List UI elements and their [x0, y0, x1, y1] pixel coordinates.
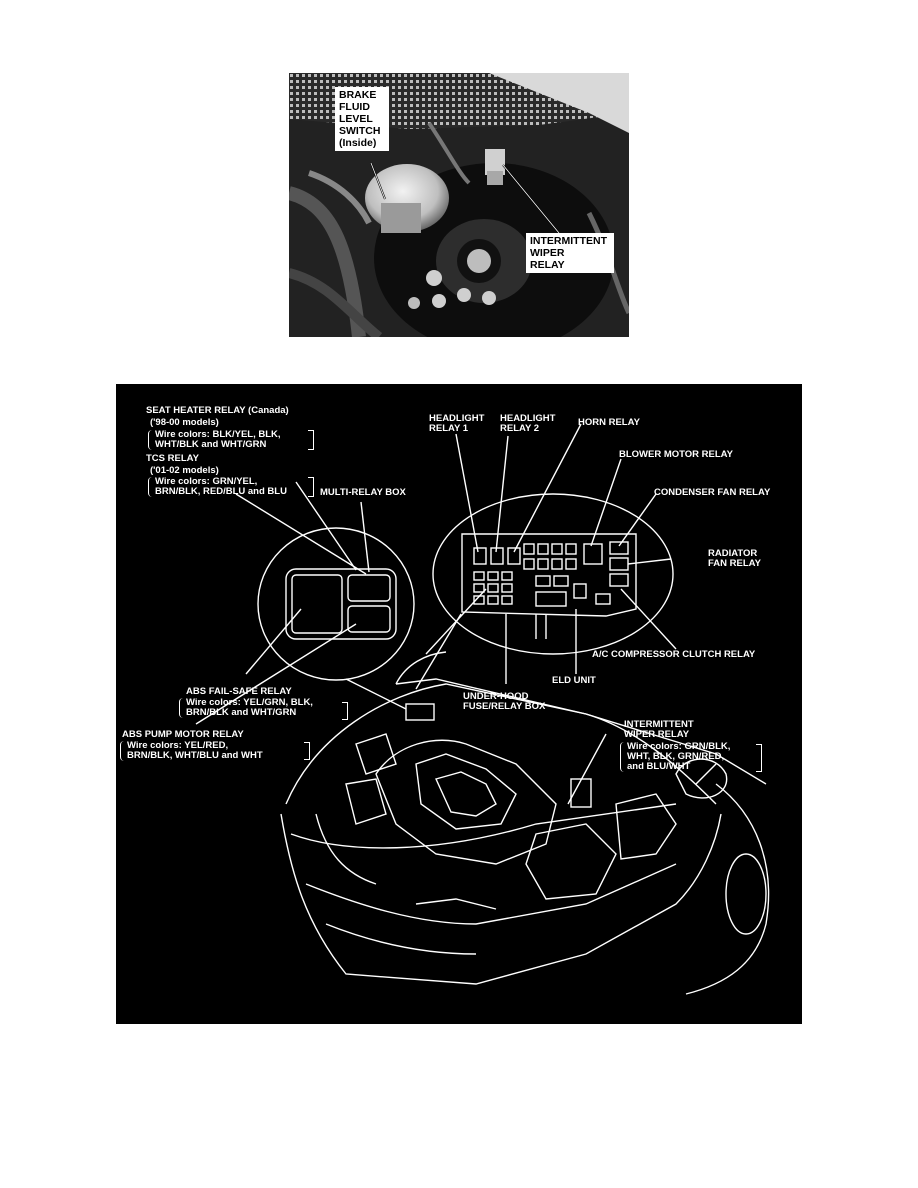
seat-heater-relay-wire-colors: Wire colors: BLK/YEL, BLK, WHT/BLK and W…	[148, 430, 281, 450]
abs-fail-safe-bracket	[342, 702, 348, 720]
abs-pump-motor-relay-wire-colors: Wire colors: YEL/RED, BRN/BLK, WHT/BLU a…	[120, 741, 263, 761]
relay-location-diagram: SEAT HEATER RELAY (Canada) ('98-00 model…	[116, 384, 802, 1024]
tcs-relay-models: ('01-02 models)	[150, 465, 219, 476]
intermittent-wiper-relay-wire-colors: Wire colors: GRN/BLK, WHT, BLK, GRN/RED,…	[620, 742, 730, 772]
condenser-fan-relay-label: CONDENSER FAN RELAY	[654, 487, 771, 498]
multi-relay-box-label: MULTI-RELAY BOX	[320, 487, 406, 498]
diagram-line-art	[195, 423, 770, 995]
eld-unit-label: ELD UNIT	[552, 675, 596, 686]
seat-heater-relay-title: SEAT HEATER RELAY (Canada)	[146, 405, 289, 416]
blower-motor-relay-label: BLOWER MOTOR RELAY	[619, 449, 734, 460]
tcs-relay-wire-colors: Wire colors: GRN/YEL, BRN/BLK, RED/BLU a…	[148, 477, 287, 497]
engine-bay-photo: BRAKE FLUID LEVEL SWITCH (Inside) INTERM…	[289, 73, 629, 337]
intermittent-wiper-relay-title: INTERMITTENT WIPER RELAY	[624, 719, 694, 740]
abs-fail-safe-relay-wire-colors: Wire colors: YEL/GRN, BLK, BRN/BLK and W…	[179, 698, 313, 718]
abs-fail-safe-relay-title: ABS FAIL-SAFE RELAY	[186, 686, 292, 697]
brake-fluid-level-switch-label: BRAKE FLUID LEVEL SWITCH (Inside)	[335, 87, 389, 151]
headlight-relay-1-label: HEADLIGHT RELAY 1	[429, 413, 485, 434]
seat-heater-bracket	[308, 430, 314, 450]
abs-pump-motor-relay-title: ABS PUMP MOTOR RELAY	[122, 729, 244, 740]
photo-illustration	[289, 73, 629, 337]
tcs-bracket	[308, 477, 314, 497]
headlight-relay-2-label: HEADLIGHT RELAY 2	[500, 413, 556, 434]
intermittent-wiper-relay-label: INTERMITTENT WIPER RELAY	[526, 233, 614, 273]
intermittent-wiper-bracket	[756, 744, 762, 772]
radiator-fan-relay-label: RADIATOR FAN RELAY	[708, 548, 761, 569]
seat-heater-relay-models: ('98-00 models)	[150, 417, 219, 428]
tcs-relay-title: TCS RELAY	[146, 453, 199, 464]
ac-compressor-clutch-relay-label: A/C COMPRESSOR CLUTCH RELAY	[592, 649, 756, 660]
under-hood-fuse-relay-box-label: UNDER-HOOD FUSE/RELAY BOX	[463, 691, 546, 712]
horn-relay-label: HORN RELAY	[578, 417, 640, 428]
abs-pump-bracket	[304, 742, 310, 760]
